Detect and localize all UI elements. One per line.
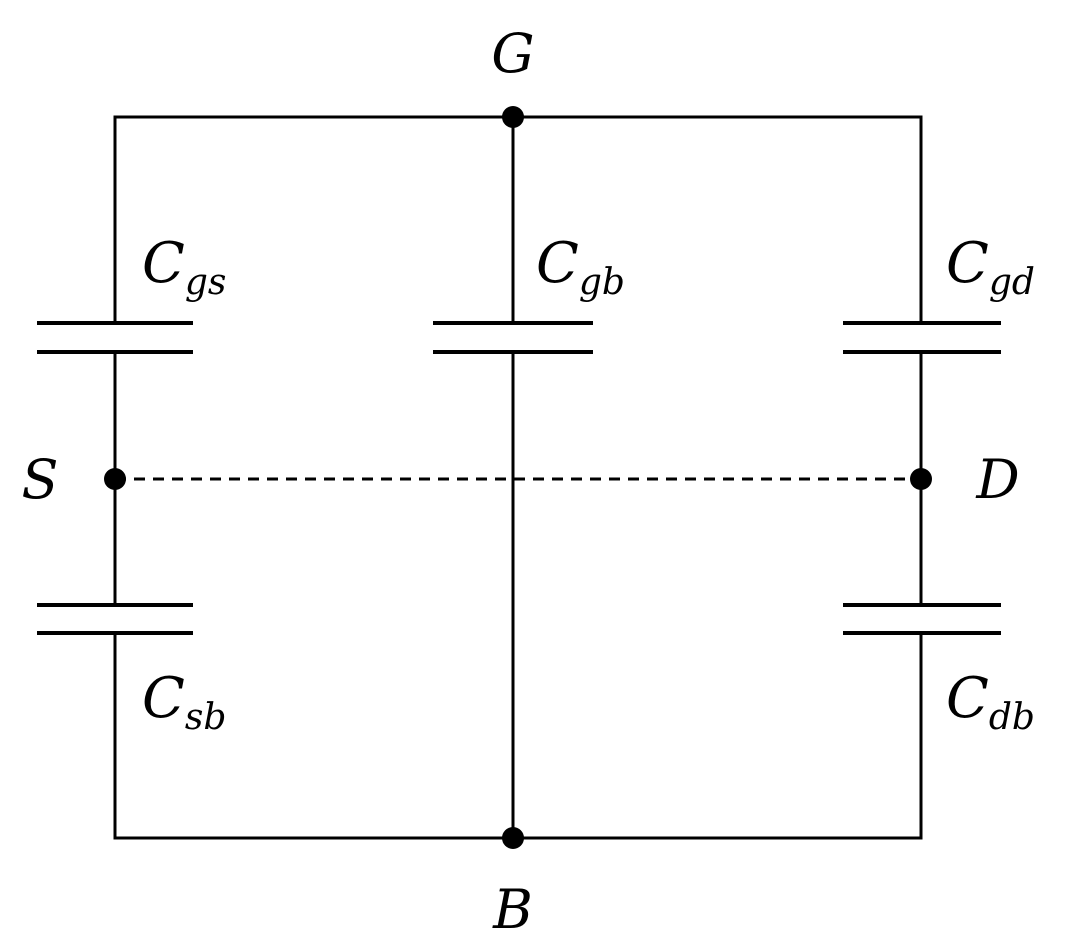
bulk-label: B xyxy=(492,878,533,941)
cap-gs-main: C xyxy=(142,231,185,296)
source-node-dot xyxy=(104,468,126,490)
cap-gd-sub: gd xyxy=(989,262,1035,303)
cap-gs-sub: gs xyxy=(185,262,227,303)
gate-label: G xyxy=(491,22,534,85)
cap-sb-label: Csb xyxy=(142,666,226,738)
drain-node-dot xyxy=(910,468,932,490)
cap-db-label: Cdb xyxy=(946,666,1035,738)
cap-db-sub: db xyxy=(989,697,1035,738)
cap-gd-label: Cgd xyxy=(946,231,1035,303)
source-label: S xyxy=(22,448,59,511)
cap-gb-main: C xyxy=(536,231,579,296)
cap-gd-main: C xyxy=(946,231,989,296)
cap-gb-label: Cgb xyxy=(536,231,625,303)
cap-gb-sub: gb xyxy=(579,262,625,303)
gate-node-dot xyxy=(502,106,524,128)
cap-gs-label: Cgs xyxy=(142,231,226,303)
drain-label: D xyxy=(975,448,1019,511)
cap-db-main: C xyxy=(946,666,989,731)
cap-sb-sub: sb xyxy=(185,697,227,738)
cap-sb-main: C xyxy=(142,666,185,731)
bulk-node-dot xyxy=(502,827,524,849)
